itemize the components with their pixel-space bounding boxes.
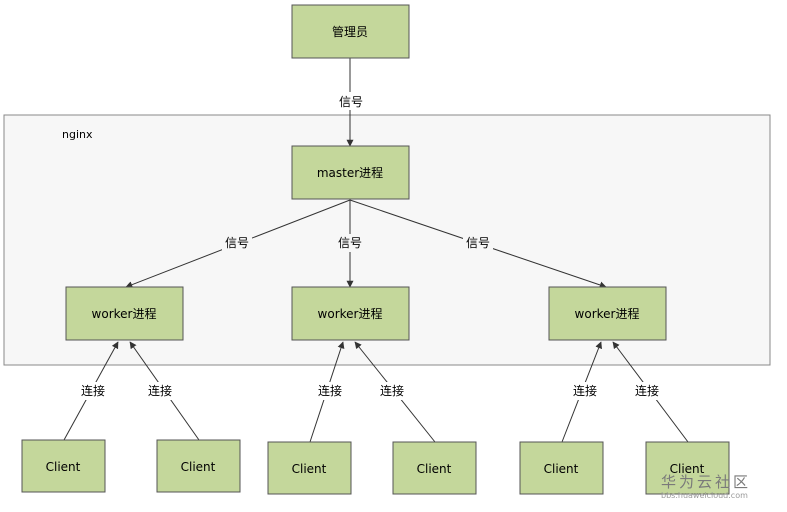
edge-label-client2-worker1: 连接 bbox=[148, 383, 172, 398]
nginx-label: nginx bbox=[62, 128, 93, 141]
edge-label-admin-master: 信号 bbox=[339, 95, 363, 109]
node-client-1-label: Client bbox=[46, 460, 81, 474]
edge-label-client4-worker2: 连接 bbox=[380, 383, 404, 398]
node-worker-1-label: worker进程 bbox=[92, 306, 157, 321]
node-worker-1: worker进程 bbox=[65, 286, 184, 341]
node-client-3: Client bbox=[267, 441, 352, 495]
node-client-6: Client bbox=[645, 441, 730, 495]
node-admin: 管理员 bbox=[291, 4, 410, 59]
node-client-2-label: Client bbox=[181, 460, 216, 474]
node-worker-2: worker进程 bbox=[291, 286, 410, 341]
node-master: master进程 bbox=[291, 145, 410, 200]
node-client-6-label: Client bbox=[670, 462, 705, 476]
edge-label-master-worker1: 信号 bbox=[225, 236, 249, 250]
node-worker-3-label: worker进程 bbox=[575, 306, 640, 321]
watermark-title: 华为云社区 bbox=[661, 473, 752, 491]
node-client-5-label: Client bbox=[544, 462, 579, 476]
edge-label-master-worker2: 信号 bbox=[338, 236, 362, 250]
edge-label-client5-worker3: 连接 bbox=[573, 383, 597, 398]
node-client-4: Client bbox=[392, 441, 477, 495]
watermark-url: bbs.huaweicloud.com bbox=[661, 491, 748, 500]
node-master-label: master进程 bbox=[317, 165, 383, 180]
edge-label-master-worker3: 信号 bbox=[466, 236, 490, 250]
node-client-2: Client bbox=[156, 439, 241, 493]
node-client-5: Client bbox=[519, 441, 604, 495]
node-client-4-label: Client bbox=[417, 462, 452, 476]
edge-label-client6-worker3: 连接 bbox=[635, 383, 659, 398]
node-client-3-label: Client bbox=[292, 462, 327, 476]
node-admin-label: 管理员 bbox=[332, 24, 368, 39]
edge-label-client1-worker1: 连接 bbox=[81, 383, 105, 398]
node-worker-3: worker进程 bbox=[548, 286, 667, 341]
node-client-1: Client bbox=[21, 439, 106, 493]
node-worker-2-label: worker进程 bbox=[318, 306, 383, 321]
edge-label-client3-worker2: 连接 bbox=[318, 383, 342, 398]
